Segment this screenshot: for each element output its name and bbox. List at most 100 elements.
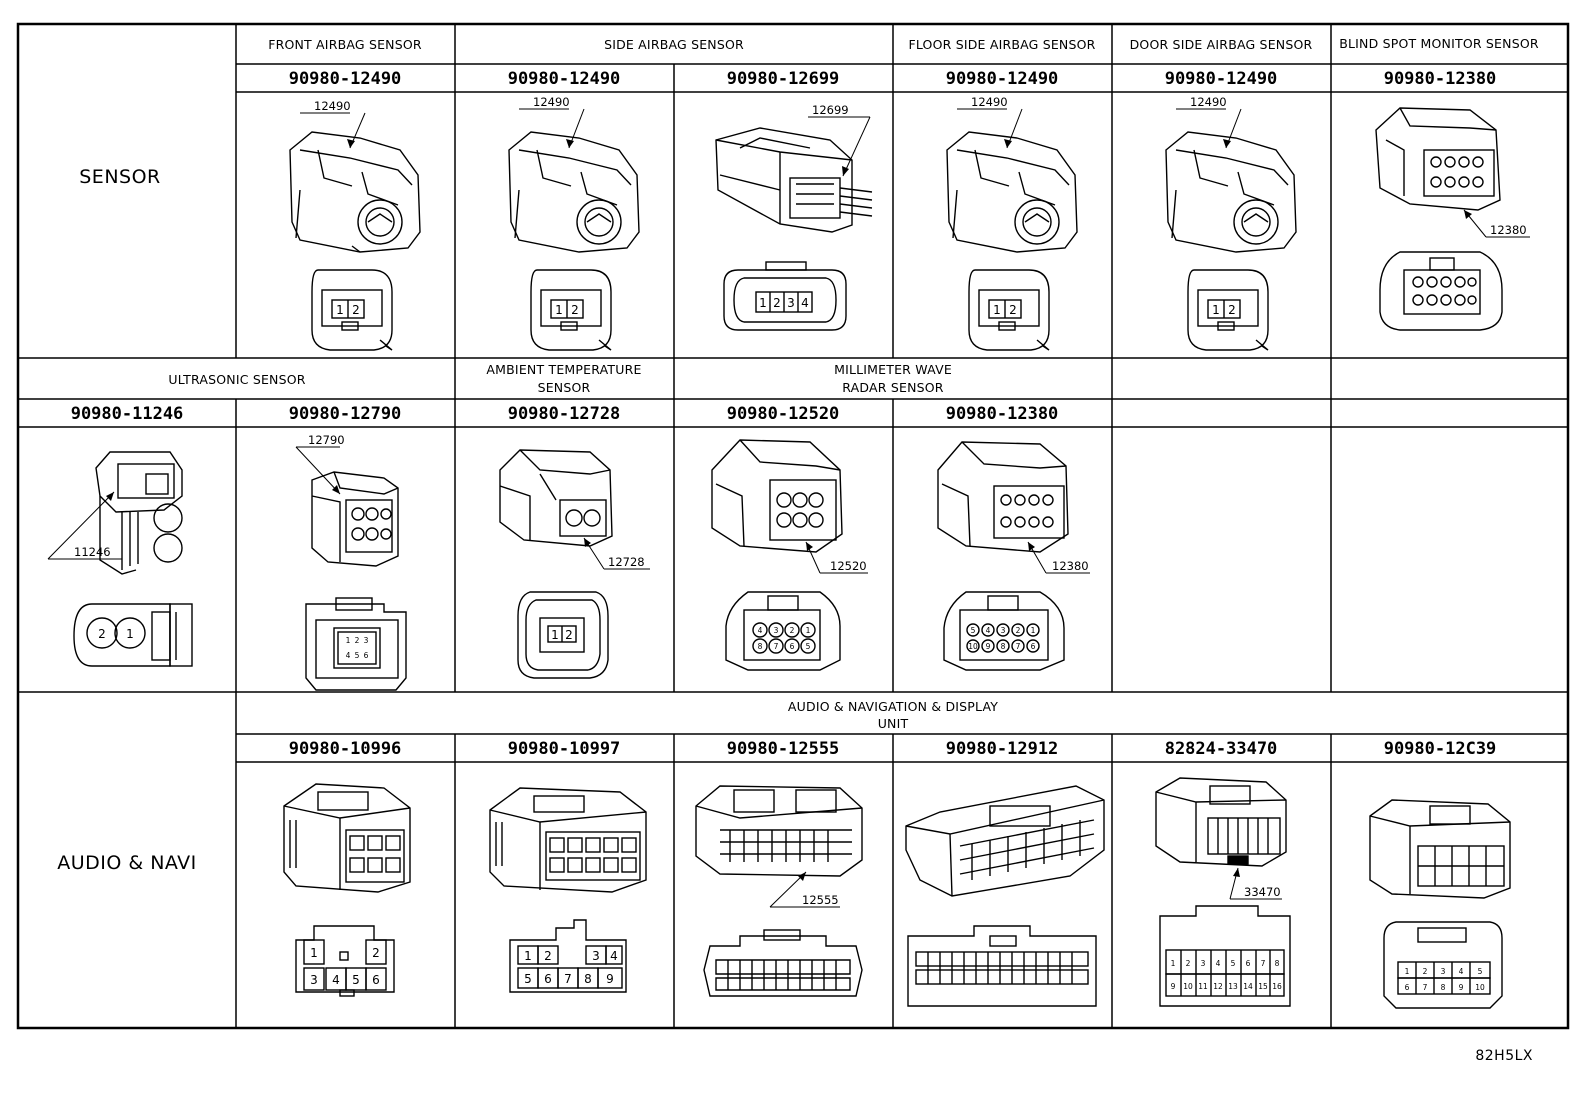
pin-label: 1 (1031, 626, 1036, 635)
pin-label: 2 (1009, 303, 1017, 317)
pin-label: 1 (346, 636, 351, 645)
part-number: 90980-12520 (727, 404, 840, 424)
pin-label: 16 (1272, 982, 1282, 991)
part-number: 90980-12790 (289, 404, 402, 424)
part-number: 90980-12490 (508, 69, 621, 89)
pin-label: 12 (1213, 982, 1223, 991)
group-ultrasonic: ULTRASONIC SENSOR (168, 372, 305, 387)
part-number: 90980-12555 (727, 739, 840, 759)
callout-label: 12490 (1190, 95, 1227, 109)
pin-label: 2 (571, 303, 579, 317)
callout-label: 12555 (802, 893, 839, 907)
pin-label: 1 (524, 949, 532, 963)
pin-label: 7 (564, 972, 572, 986)
pin-label: 4 (758, 626, 763, 635)
pin-label: 1 (806, 626, 811, 635)
pin-label: 8 (1275, 959, 1280, 968)
part-number: 90980-12490 (1165, 69, 1278, 89)
part-number: 90980-12490 (289, 69, 402, 89)
pin-label: 9 (986, 642, 991, 651)
pin-label: 2 (790, 626, 795, 635)
group-side-airbag: SIDE AIRBAG SENSOR (604, 37, 744, 52)
part-number: 90980-12490 (946, 69, 1059, 89)
pin-label: 4 (610, 949, 618, 963)
pin-label: 2 (98, 627, 106, 641)
callout-label: 12520 (830, 559, 867, 573)
connector-drawing-12555: 12555 (695, 785, 863, 997)
pin-label: 5 (1231, 959, 1236, 968)
pin-label: 1 (336, 303, 344, 317)
pin-label: 4 (801, 296, 809, 310)
pin-label: 6 (372, 973, 380, 987)
pin-label: 11 (1198, 982, 1208, 991)
pin-label: 7 (1423, 983, 1428, 992)
pin-label: 2 (1423, 967, 1428, 976)
pin-label: 2 (1016, 626, 1021, 635)
pin-label: 6 (1031, 642, 1036, 651)
part-number: 90980-12699 (727, 69, 840, 89)
pin-label: 10 (1475, 983, 1485, 992)
table-grid (16, 22, 1570, 1030)
connector-drawing-12490: 12490 1 2 (289, 99, 421, 351)
pin-label: 3 (787, 296, 795, 310)
pin-label: 6 (544, 972, 552, 986)
part-number: 90980-12C39 (1384, 739, 1497, 759)
callout-label: 12728 (608, 555, 645, 569)
callout-label: 12490 (533, 95, 570, 109)
part-number: 90980-12912 (946, 739, 1059, 759)
pin-label: 5 (971, 626, 976, 635)
pin-label: 3 (1201, 959, 1206, 968)
connector-drawing-12699: 12699 1 2 3 4 (715, 103, 873, 331)
connector-drawing-10997: 1 2 3 4 5 6 7 8 9 (489, 787, 647, 993)
pin-label: 7 (774, 642, 779, 651)
callout-label: 12699 (812, 103, 849, 117)
pin-label: 2 (544, 949, 552, 963)
pin-label: 14 (1243, 982, 1253, 991)
pin-label: 5 (806, 642, 811, 651)
group-audio-nav-line1: AUDIO & NAVIGATION & DISPLAY (788, 699, 998, 714)
pin-label: 5 (355, 651, 360, 660)
pin-label: 1 (551, 628, 559, 642)
group-door-side-airbag: DOOR SIDE AIRBAG SENSOR (1130, 37, 1313, 52)
callout-label: 12790 (308, 433, 345, 447)
connector-drawing-12912 (905, 785, 1105, 1007)
group-floor-side-airbag: FLOOR SIDE AIRBAG SENSOR (908, 37, 1095, 52)
pin-label: 10 (1183, 982, 1193, 991)
pin-label: 5 (352, 973, 360, 987)
pin-label: 13 (1228, 982, 1238, 991)
connector-drawing-12520: 12520 4 3 2 1 8 7 6 5 (711, 439, 868, 671)
pin-label: 3 (774, 626, 779, 635)
pin-label: 4 (1459, 967, 1464, 976)
pin-label: 1 (1212, 303, 1220, 317)
group-ambient-temp-line1: AMBIENT TEMPERATURE (486, 362, 641, 377)
connector-drawing-33470: 33470 1 2 3 4 5 6 7 8 9 10 11 12 13 14 1… (1155, 777, 1291, 1007)
group-audio-nav-line2: UNIT (878, 716, 909, 731)
pin-label: 3 (592, 949, 600, 963)
callout-label: 12380 (1490, 223, 1527, 237)
pin-label: 9 (1459, 983, 1464, 992)
pin-label: 2 (355, 636, 360, 645)
drawing-code: 82H5LX (1475, 1048, 1533, 1064)
part-number: 90980-11246 (71, 404, 184, 424)
callout-label: 12490 (971, 95, 1008, 109)
pin-label: 1 (993, 303, 1001, 317)
pin-label: 9 (606, 972, 614, 986)
pin-label: 4 (1216, 959, 1221, 968)
connector-drawing-12490: 12490 1 2 (508, 95, 640, 351)
connector-drawing-12380: 12380 5 4 3 2 1 10 9 8 7 6 (937, 441, 1090, 671)
pin-label: 2 (565, 628, 573, 642)
pin-label: 4 (332, 973, 340, 987)
group-ambient-temp-line2: SENSOR (538, 380, 591, 395)
callout-label: 33470 (1244, 885, 1281, 899)
pin-label: 8 (584, 972, 592, 986)
pin-label: 3 (1441, 967, 1446, 976)
pin-label: 6 (790, 642, 795, 651)
part-number: 90980-10996 (289, 739, 402, 759)
pin-label: 3 (310, 973, 318, 987)
pin-label: 3 (364, 636, 369, 645)
part-number: 90980-12380 (946, 404, 1059, 424)
pin-label: 1 (310, 946, 318, 960)
connector-drawing-12728: 12728 1 2 (499, 449, 650, 679)
pin-label: 1 (555, 303, 563, 317)
pin-label: 6 (1246, 959, 1251, 968)
